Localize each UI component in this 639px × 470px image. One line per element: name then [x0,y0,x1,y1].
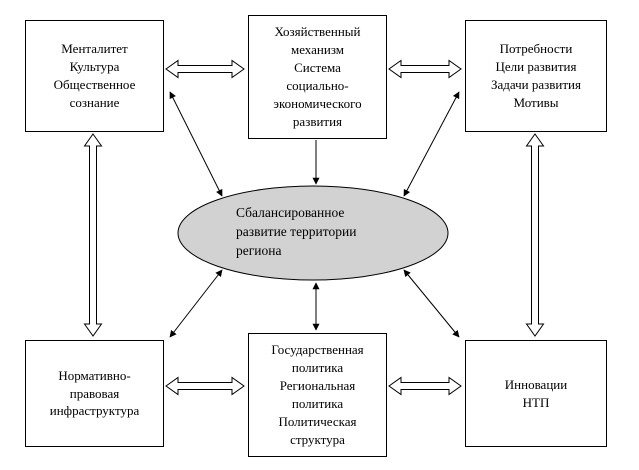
box-needs-goals-motives: Потребности Цели развития Задачи развити… [465,20,607,132]
connector-legal-center [169,269,223,338]
box-state-policy: Государственная политика Региональная по… [248,333,387,457]
box-economic-mechanism: Хозяйственный механизм Система социально… [248,15,387,139]
connector-needs-center [403,91,460,197]
box-innovations-ntp: Инновации НТП [465,340,607,447]
double-arrow-right-vertical [525,133,545,337]
double-arrow-bottom-left-horizontal [165,376,245,396]
double-arrow-bottom-right-horizontal [388,376,462,396]
box-mentality-culture: Менталитет Культура Общественное сознани… [25,20,164,132]
double-arrow-left-vertical [83,133,103,337]
center-ellipse [177,185,449,281]
double-arrow-top-left-horizontal [165,59,245,79]
connector-mentality-center [169,91,223,197]
double-arrow-top-right-horizontal [388,59,462,79]
box-legal-infrastructure: Нормативно- правовая инфраструктура [25,340,164,447]
connector-innovations-center [403,269,460,338]
center-ellipse-label: Сбалансированное развитие территории рег… [236,205,357,259]
